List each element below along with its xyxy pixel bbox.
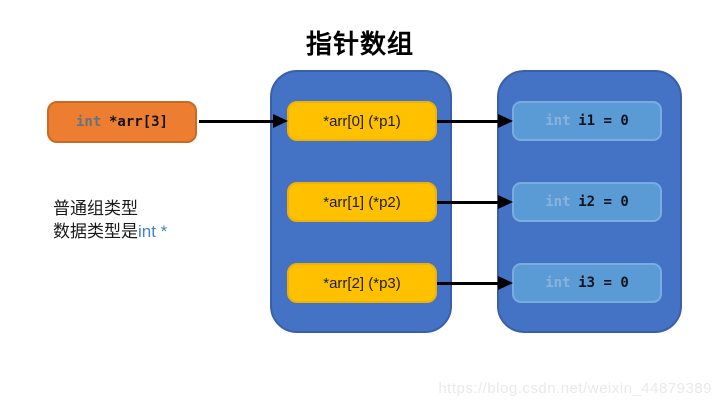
pointer-cell-1: *arr[1] (*p2) <box>287 182 437 222</box>
arrow-arr1-to-i2 <box>437 201 498 204</box>
declaration-keyword: int <box>76 114 102 130</box>
pointer-cell-0: *arr[0] (*p1) <box>287 101 437 141</box>
note-line-2: 数据类型是int * <box>53 220 167 243</box>
arrow-arr0-to-i1-head <box>498 114 513 128</box>
note-text: 普通组类型 数据类型是int * <box>53 197 167 243</box>
note-line-2-highlight: int * <box>138 222 168 241</box>
value-cell-2: int i3 = 0 <box>512 263 662 303</box>
arrow-arr2-to-i3 <box>437 282 498 285</box>
value-keyword-0: int <box>545 113 571 129</box>
value-code-2: i3 = 0 <box>578 275 629 291</box>
value-code-1: i2 = 0 <box>578 194 629 210</box>
arrow-arr1-to-i2-head <box>498 195 513 209</box>
arrow-arr0-to-i1 <box>437 120 498 123</box>
value-keyword-1: int <box>545 194 571 210</box>
watermark-url: https://blog.csdn.net/weixin_44879389 <box>438 380 712 397</box>
arrow-declaration-to-arr0 <box>199 120 273 123</box>
array-declaration-box: int *arr[3] <box>47 101 197 143</box>
value-code-0: i1 = 0 <box>578 113 629 129</box>
arrow-arr2-to-i3-head <box>498 276 513 290</box>
value-keyword-2: int <box>545 275 571 291</box>
diagram-title: 指针数组 <box>305 29 414 59</box>
pointer-cell-2: *arr[2] (*p3) <box>287 263 437 303</box>
declaration-code: *arr[3] <box>108 114 168 130</box>
value-cell-1: int i2 = 0 <box>512 182 662 222</box>
arrow-declaration-to-arr0-head <box>273 114 288 128</box>
note-line-1: 普通组类型 <box>53 199 138 218</box>
value-cell-0: int i1 = 0 <box>512 101 662 141</box>
note-line-2-prefix: 数据类型是 <box>53 222 138 241</box>
